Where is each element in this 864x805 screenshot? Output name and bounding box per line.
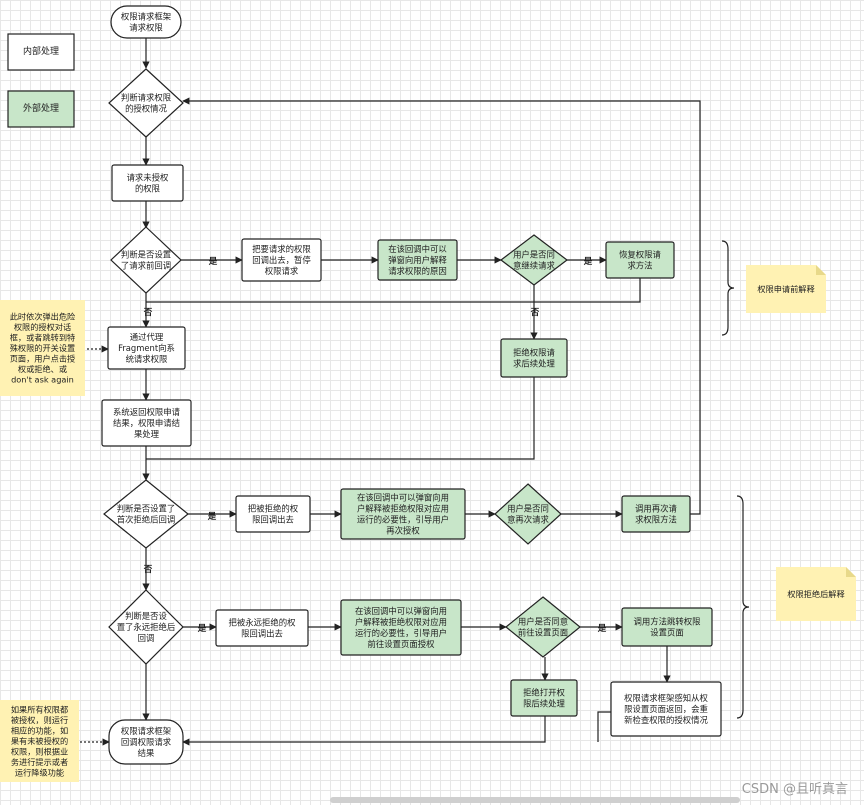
settings-return-text: 权限请求框架感知从权限设置页面返回，会重新检查权限的授权情况 xyxy=(624,693,708,725)
pre-cb-explain-text: 在该回调中可以弹窗向用户解释请求权限的原因 xyxy=(388,244,447,276)
user-continue-text: 用户是否同意继续请求 xyxy=(513,250,555,271)
user-continue-decision[interactable] xyxy=(500,234,568,286)
user-settings-decision[interactable] xyxy=(505,596,581,658)
note-right-top xyxy=(746,265,826,313)
pre-cb-explain-box[interactable] xyxy=(377,239,458,281)
perm-denied-out-box[interactable] xyxy=(215,609,309,647)
flow-edges xyxy=(80,38,701,746)
judge-grant-text: 判断请求权限的授权情况 xyxy=(121,93,172,114)
judge-pre-cb-text: 判断是否设置了请求前回调 xyxy=(121,250,171,271)
user-again-decision[interactable] xyxy=(494,483,562,545)
end-text: 权限请求框架回调权限请求结果 xyxy=(121,726,172,758)
judge-perm-deny-text: 判断是否设置了永远拒绝后回调 xyxy=(117,611,176,643)
judge-grant-decision[interactable] xyxy=(108,68,184,138)
settings-return-box[interactable] xyxy=(610,681,722,737)
edge-label-yes: 是 xyxy=(583,256,593,267)
go-settings-box[interactable] xyxy=(621,607,713,647)
note-left-top xyxy=(0,300,85,396)
call-again-text: 调用再次请求权限方法 xyxy=(635,504,677,525)
end-terminal[interactable] xyxy=(108,719,184,765)
perm-explain-box[interactable] xyxy=(340,599,462,656)
fragment-request-box[interactable] xyxy=(107,326,186,370)
note-left-bottom xyxy=(0,700,79,782)
request-unauth-box[interactable] xyxy=(111,164,184,202)
start-terminal[interactable] xyxy=(110,5,182,39)
edge-label-no: 否 xyxy=(530,308,540,318)
refuse-settings-box[interactable] xyxy=(510,679,578,717)
edge-label-yes: 是 xyxy=(197,623,207,634)
judge-first-deny-text: 判断是否设置了首次拒绝后回调 xyxy=(117,504,176,525)
flow-texts: 内部处理外部处理权限请求框架请求权限判断请求权限的授权情况请求未授权的权限判断是… xyxy=(10,12,845,778)
judge-first-deny-decision[interactable] xyxy=(103,479,189,549)
edge-label-no: 否 xyxy=(143,308,153,318)
edge-resume-back xyxy=(146,278,641,303)
edge-label-no: 否 xyxy=(143,565,153,575)
brace-after-deny xyxy=(736,495,750,719)
reject-follow1-text: 拒绝权限请求后续处理 xyxy=(513,348,555,369)
request-unauth-text: 请求未授权的权限 xyxy=(127,173,169,194)
watermark: CSDN @且听真言 xyxy=(741,782,848,797)
refuse-settings-text: 拒绝打开权限后续处理 xyxy=(523,688,565,709)
note-left-bottom-text: 如果所有权限都被授权，则运行相应的功能，如果有未被授权的权限，则根据业务进行提示… xyxy=(11,705,68,778)
resume-box[interactable] xyxy=(605,241,675,279)
sys-result-box[interactable] xyxy=(101,399,192,447)
pre-cb-out-text: 把要请求的权限回调出去，暂停权限请求 xyxy=(252,244,311,276)
edge-reject1-join xyxy=(146,377,535,460)
legend-internal-box xyxy=(7,33,75,71)
edge-return-join xyxy=(597,711,611,742)
resume-text: 恢复权限请求方法 xyxy=(619,250,661,271)
judge-perm-deny-decision[interactable] xyxy=(108,589,184,665)
go-settings-text: 调用方法跳转权限设置页面 xyxy=(634,617,702,638)
legend-external-box xyxy=(7,90,75,128)
legend-external-text: 外部处理 xyxy=(23,102,59,114)
flow-shapes xyxy=(0,5,856,782)
judge-pre-cb-decision[interactable] xyxy=(110,226,182,294)
note-left-top-text: 此时依次弹出危险权限的授权对话框，或者跳转到特殊权限的开关设置页面，用户点击授权… xyxy=(10,312,76,385)
start-text: 权限请求框架请求权限 xyxy=(121,12,172,33)
edge-call-again-loop xyxy=(182,97,701,515)
legend-internal-text: 内部处理 xyxy=(23,45,59,57)
pre-cb-out-box[interactable] xyxy=(241,238,322,282)
denied-explain-box[interactable] xyxy=(340,488,466,540)
perm-explain-text: 在该回调中可以弹窗向用户解释被拒绝权限对应用运行的必要性，引导用户前往设置页面授… xyxy=(355,606,447,649)
brace-before-request xyxy=(721,240,735,336)
denied-out-box[interactable] xyxy=(235,495,311,533)
call-again-box[interactable] xyxy=(621,495,691,533)
denied-out-text: 把被拒绝的权限回调出去 xyxy=(248,504,299,525)
note-right-top-text: 权限申请前解释 xyxy=(757,284,814,294)
user-again-text: 用户是否同意再次请求 xyxy=(507,504,549,525)
sys-result-text: 系统返回权限申请结果，权限申请结果处理 xyxy=(113,407,181,439)
perm-denied-out-text: 把被永远拒绝的权限回调出去 xyxy=(229,618,297,639)
note-fold xyxy=(846,567,856,577)
edge-label-yes: 是 xyxy=(597,623,607,634)
note-fold xyxy=(816,265,826,275)
reject-follow1-box[interactable] xyxy=(500,338,568,378)
edge-label-yes: 是 xyxy=(208,256,218,267)
edge-refuse-to-end xyxy=(182,716,546,746)
edge-label-yes: 是 xyxy=(207,511,217,522)
note-right-bottom xyxy=(776,567,856,621)
horizontal-scrollbar[interactable] xyxy=(330,797,740,803)
denied-explain-text: 在该回调中可以弹窗向用户解释被拒绝权限对应用运行的必要性，引导用户再次授权 xyxy=(357,493,449,536)
note-right-bottom-text: 权限拒绝后解释 xyxy=(787,589,844,599)
user-settings-text: 用户是否同意前往设置页面 xyxy=(518,617,568,638)
